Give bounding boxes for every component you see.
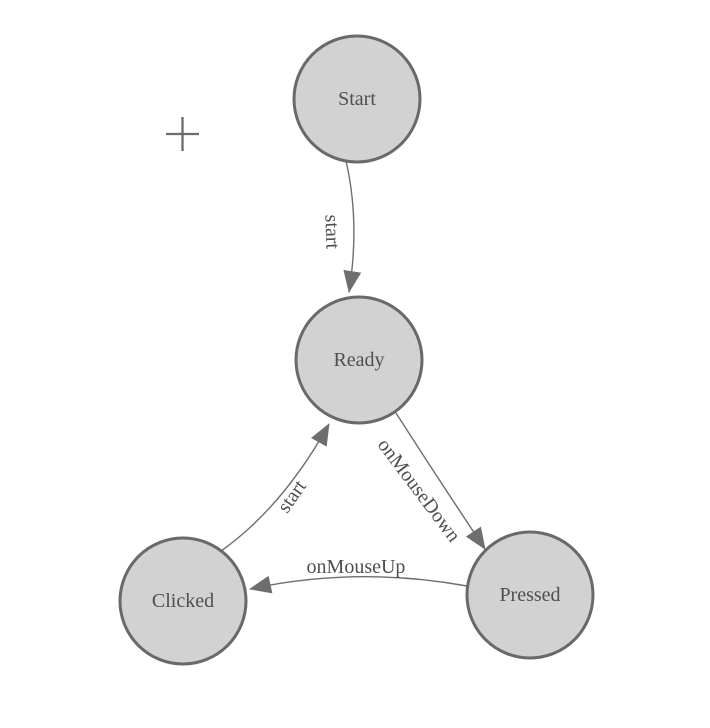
state-label-ready: Ready xyxy=(333,349,384,371)
state-node-clicked[interactable]: Clicked xyxy=(118,536,248,666)
transition-label-onmouseup: onMouseUp xyxy=(307,556,406,578)
state-circle-start[interactable] xyxy=(292,34,422,164)
state-circle-ready[interactable] xyxy=(294,295,424,425)
state-label-clicked: Clicked xyxy=(152,590,214,612)
transition-label-start-top: start xyxy=(320,214,343,250)
state-node-ready[interactable]: Ready xyxy=(294,295,424,425)
state-circle-pressed[interactable] xyxy=(465,530,595,660)
state-label-pressed: Pressed xyxy=(499,584,560,606)
state-node-pressed[interactable]: Pressed xyxy=(465,530,595,660)
transition-edge-ready-to-pressed[interactable] xyxy=(395,412,486,550)
state-circle-clicked[interactable] xyxy=(118,536,248,666)
crosshair-cursor-icon xyxy=(166,117,199,151)
transition-label-start-lower: start xyxy=(273,476,311,517)
transition-edge-clicked-to-ready[interactable] xyxy=(220,423,330,552)
state-label-start: Start xyxy=(338,88,376,110)
state-node-start[interactable]: Start xyxy=(292,34,422,164)
transition-edge-pressed-to-clicked[interactable] xyxy=(249,575,468,594)
transition-label-onmousedown: onMouseDown xyxy=(373,435,465,547)
transition-edge-start-to-ready[interactable] xyxy=(343,160,362,293)
